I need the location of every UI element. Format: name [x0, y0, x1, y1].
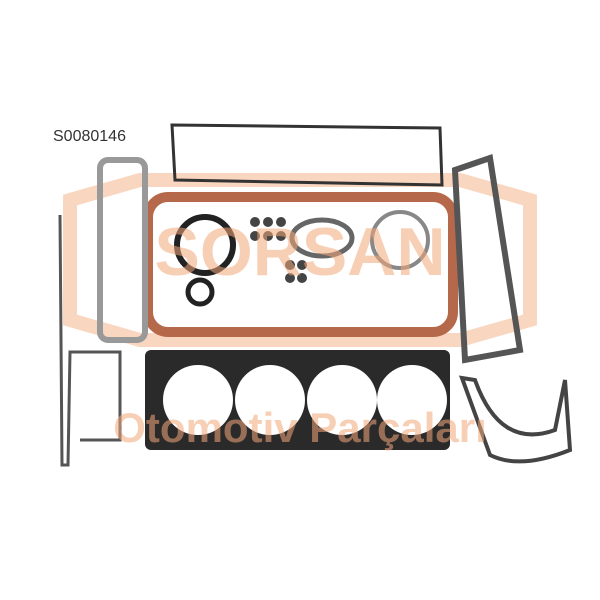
- manifold-gasket-left: [97, 157, 148, 343]
- product-code: S0080146: [53, 128, 126, 145]
- flange-gasket: [289, 217, 355, 259]
- crank-seal: [174, 214, 236, 276]
- head-gasket: [145, 350, 450, 450]
- manifold-gasket-right: [451, 154, 524, 364]
- valve-stem-seals: [250, 217, 307, 283]
- watermark-brand: SORSAN: [155, 214, 446, 290]
- round-gasket: [370, 210, 430, 270]
- valve-cover-gasket: [170, 123, 444, 187]
- watermark-tagline: Otomotiv Parçaları: [113, 404, 486, 451]
- timing-cover-gasket: [458, 375, 573, 464]
- side-cover-gasket: [58, 214, 122, 467]
- small-seal: [185, 277, 215, 307]
